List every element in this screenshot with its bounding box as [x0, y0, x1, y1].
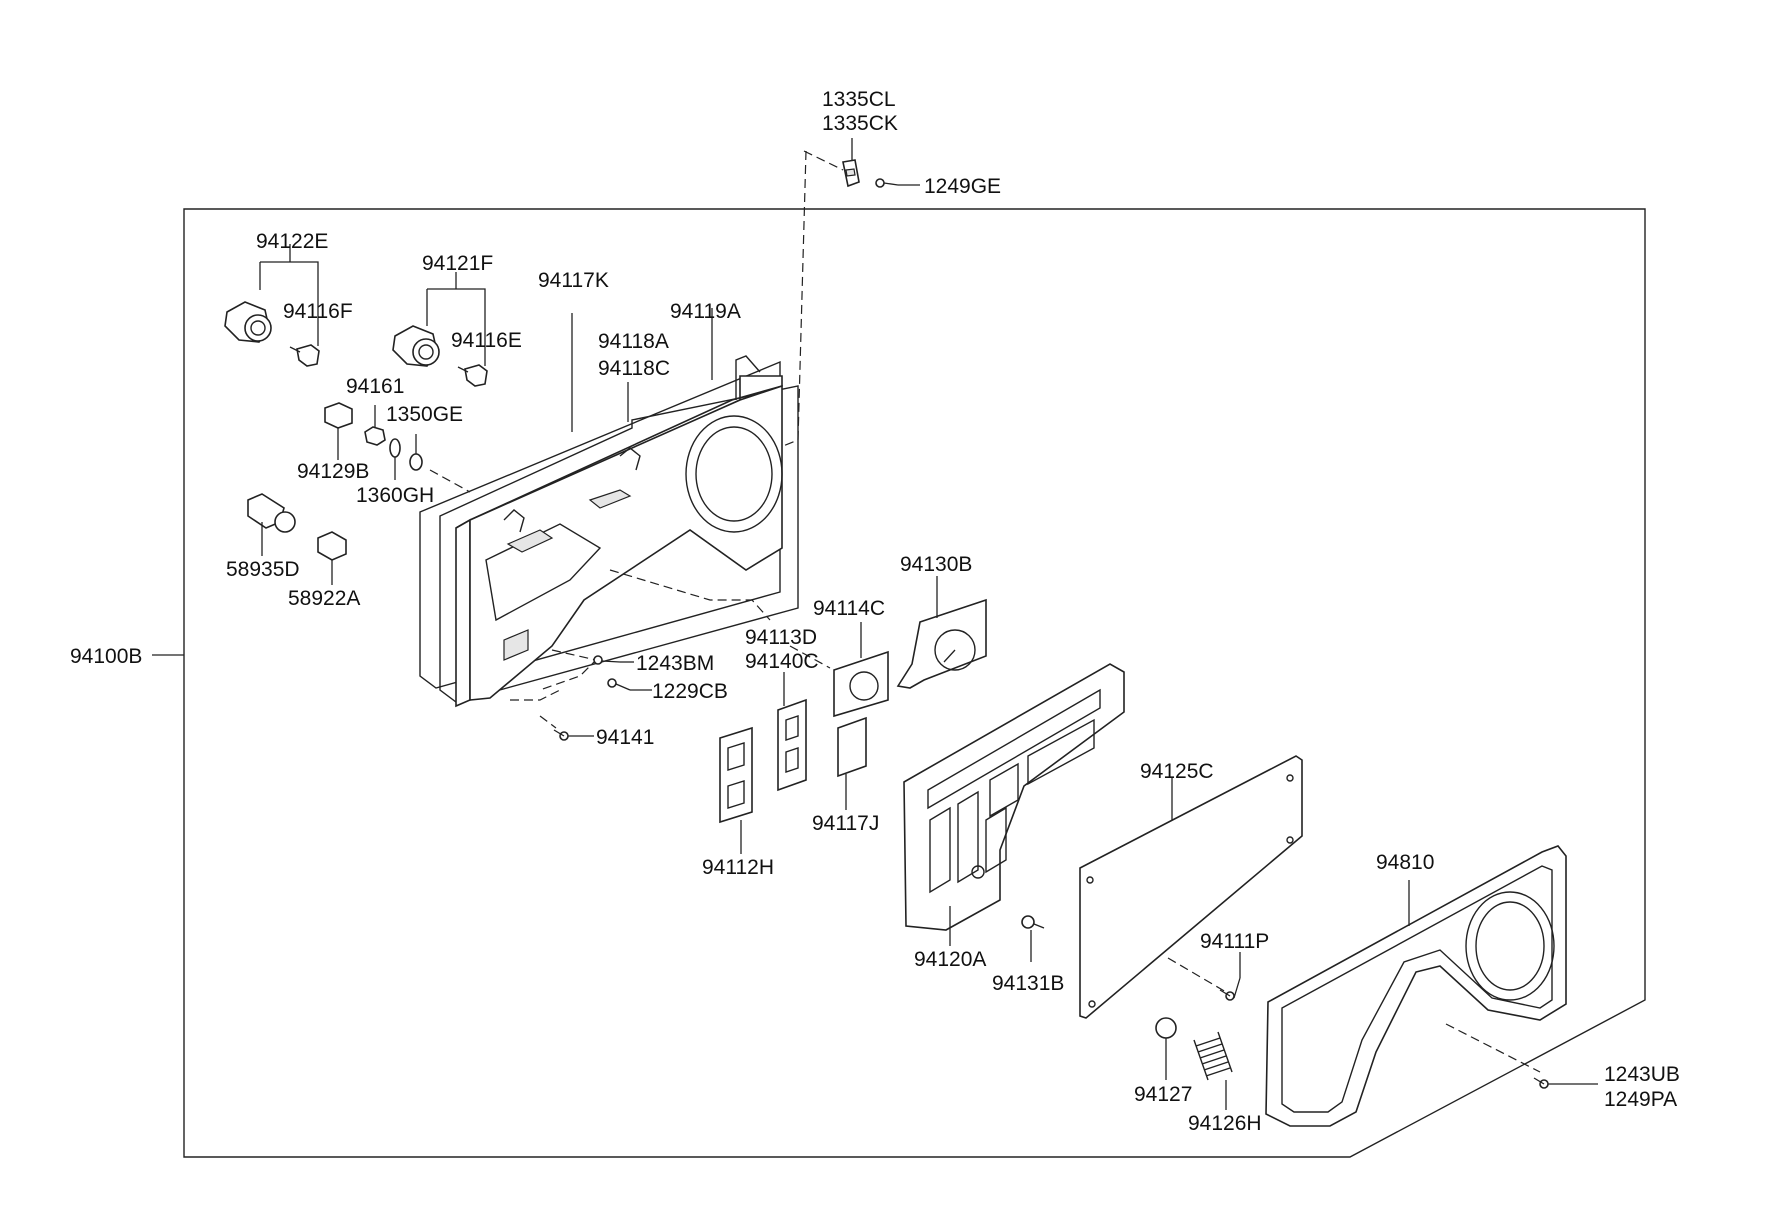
- label-58922a: 58922A: [288, 587, 360, 610]
- gauge-94130b: [896, 576, 987, 689]
- board-94117j: [837, 716, 867, 810]
- screw-94141: [553, 729, 594, 741]
- screw-94131b: [1021, 915, 1045, 962]
- label-94129b: 94129B: [297, 460, 369, 483]
- label-1335ck: 1335CK: [822, 112, 898, 135]
- label-94121f: 94121F: [422, 252, 493, 275]
- connector-58935d: [247, 493, 296, 556]
- label-1360gh: 1360GH: [356, 484, 434, 507]
- label-94118c: 94118C: [598, 357, 670, 380]
- panel-94120a: [903, 663, 1125, 946]
- label-1249ge: 1249GE: [924, 175, 1001, 198]
- assembly-frame: [183, 208, 1646, 1158]
- label-94161: 94161: [346, 375, 404, 398]
- label-94131b: 94131B: [992, 972, 1064, 995]
- label-94119a: 94119A: [670, 300, 741, 323]
- label-94120a: 94120A: [914, 948, 986, 971]
- gauge-94114c: [833, 622, 889, 718]
- bulb-94116e: [457, 364, 488, 387]
- housing-94119a: [455, 308, 783, 708]
- label-94810: 94810: [1376, 851, 1434, 874]
- lens-94118a: [439, 382, 799, 703]
- screw-94111p: [1219, 952, 1241, 1001]
- nut-94129b: [324, 402, 353, 460]
- washer-1350ge: [409, 434, 423, 471]
- label-94113d: 94113D: [745, 626, 817, 649]
- screw-1249ge: [875, 178, 899, 188]
- label-1243bm: 1243BM: [636, 652, 714, 675]
- label-94112h: 94112H: [702, 856, 774, 879]
- label-94117j: 94117J: [812, 812, 879, 835]
- label-1249pa: 1249PA: [1604, 1088, 1677, 1111]
- label-94141: 94141: [596, 726, 654, 749]
- label-1229cb: 1229CB: [652, 680, 728, 703]
- bulb-94116f: [289, 344, 320, 367]
- cover-94125c: [1079, 755, 1303, 1019]
- label-94140c: 94140C: [745, 650, 819, 673]
- nut-94161: [364, 405, 386, 446]
- label-94126h: 94126H: [1188, 1112, 1262, 1135]
- label-94117k: 94117K: [538, 269, 609, 292]
- screw-1243ub: [1533, 1077, 1598, 1089]
- label-94100b: 94100B: [70, 645, 142, 668]
- clip-1335cl: [842, 159, 860, 188]
- label-58935d: 58935D: [226, 558, 300, 581]
- label-94116f: 94116F: [283, 300, 353, 323]
- label-1335cl: 1335CL: [822, 88, 896, 111]
- label-94125c: 94125C: [1140, 760, 1214, 783]
- label-94122e: 94122E: [256, 230, 328, 253]
- switch-module-94113d: [777, 672, 807, 792]
- switch-94112h: [719, 726, 753, 854]
- label-94111p: 94111P: [1200, 930, 1269, 953]
- label-94116e: 94116E: [451, 329, 522, 352]
- label-94114c: 94114C: [813, 597, 885, 620]
- washer-1360gh: [389, 438, 401, 480]
- nut-58922a: [317, 531, 347, 585]
- spring-94126h: [1193, 1031, 1233, 1110]
- ring-94127: [1155, 1017, 1177, 1080]
- label-1243ub: 1243UB: [1604, 1063, 1680, 1086]
- label-94118a: 94118A: [598, 330, 669, 353]
- bezel-94810: [1265, 845, 1567, 1127]
- bulb-socket-94122e: [224, 301, 272, 343]
- label-94130b: 94130B: [900, 553, 972, 576]
- screw-1243bm: [593, 655, 634, 665]
- bulb-socket-94121f: [392, 325, 440, 367]
- label-1350ge: 1350GE: [386, 403, 463, 426]
- gasket-94117k: [419, 313, 781, 689]
- label-94127: 94127: [1134, 1083, 1192, 1106]
- screw-1229cb: [607, 678, 652, 691]
